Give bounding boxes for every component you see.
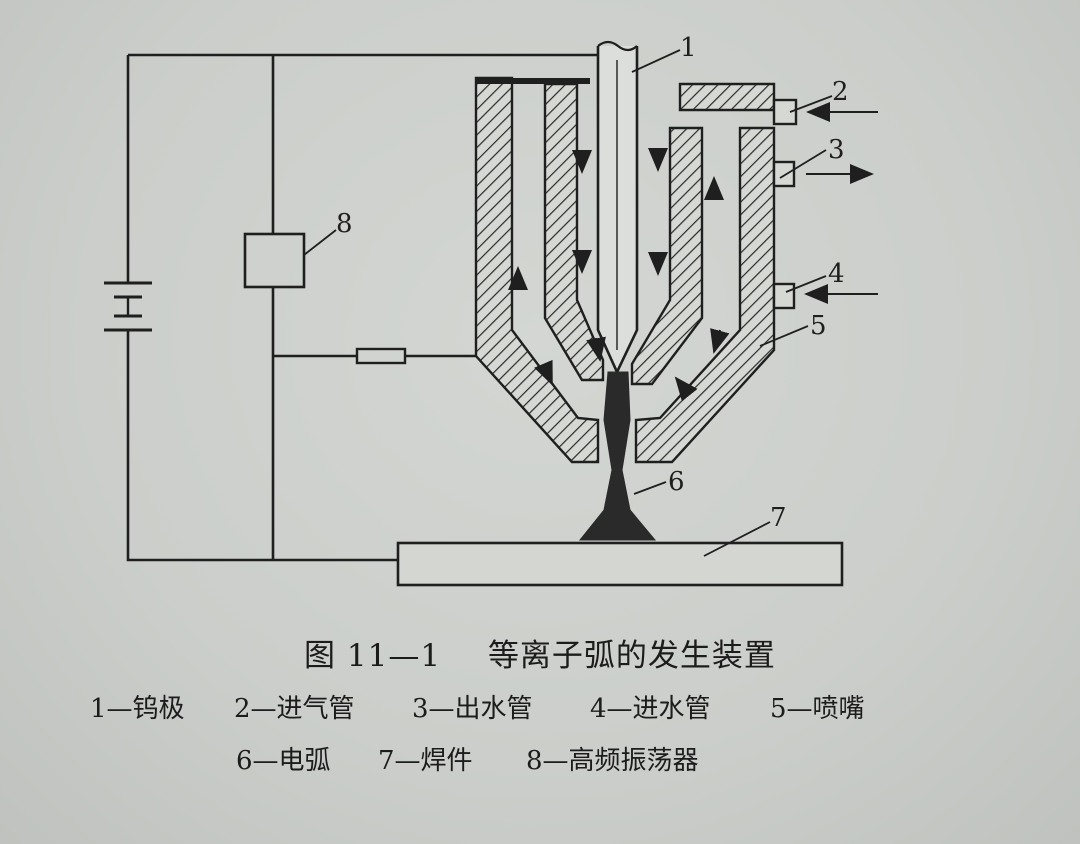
tungsten-electrode bbox=[596, 40, 639, 376]
figure-number: 图 11—1 bbox=[304, 638, 442, 674]
figure-caption: 图 11—1 等离子弧的发生装置 bbox=[0, 630, 1080, 675]
gas-inlet-pipe bbox=[772, 98, 798, 126]
inner-wall-right bbox=[630, 126, 704, 386]
outer-wall-left bbox=[474, 76, 600, 464]
legend-item-5: 5—喷嘴 bbox=[770, 694, 865, 724]
legend-item-8: 8—高频振荡器 bbox=[526, 746, 699, 776]
legend-item-1: 1—钨极 bbox=[90, 694, 185, 724]
legend-item-4: 4—进水管 bbox=[590, 694, 711, 724]
leader-lines bbox=[303, 49, 833, 557]
power-source bbox=[104, 281, 152, 332]
callout-4: 4 bbox=[828, 259, 845, 289]
legend-item-2: 2—进气管 bbox=[234, 694, 355, 724]
callout-3: 3 bbox=[828, 135, 845, 165]
workpiece bbox=[396, 541, 844, 587]
legend-item-6: 6—电弧 bbox=[236, 746, 331, 776]
plasma-arc-diagram: 1 2 3 4 5 6 7 8 bbox=[104, 33, 878, 587]
callout-8: 8 bbox=[336, 209, 353, 239]
top-right-block bbox=[678, 82, 776, 112]
torch-body bbox=[474, 76, 776, 464]
top-cap bbox=[476, 78, 590, 84]
figure-title: 等离子弧的发生装置 bbox=[487, 638, 776, 674]
wire-left bbox=[126, 55, 398, 562]
water-outlet-pipe bbox=[772, 160, 796, 188]
legend-item-7: 7—焊件 bbox=[378, 746, 473, 776]
plasma-arc bbox=[578, 371, 657, 541]
flow-arrows bbox=[508, 102, 878, 402]
resistor bbox=[355, 347, 407, 365]
oscillator-box bbox=[243, 232, 306, 289]
callout-2: 2 bbox=[832, 77, 849, 107]
pipes bbox=[772, 98, 798, 310]
water-inlet-pipe bbox=[772, 282, 796, 310]
callout-5: 5 bbox=[810, 311, 827, 341]
callout-6: 6 bbox=[668, 467, 685, 497]
circuit-wires bbox=[126, 53, 600, 562]
inner-wall-left bbox=[543, 82, 605, 382]
callout-7: 7 bbox=[770, 503, 787, 533]
outer-wall-right bbox=[634, 126, 776, 464]
callout-1: 1 bbox=[680, 33, 697, 63]
legend-item-3: 3—出水管 bbox=[412, 694, 533, 724]
